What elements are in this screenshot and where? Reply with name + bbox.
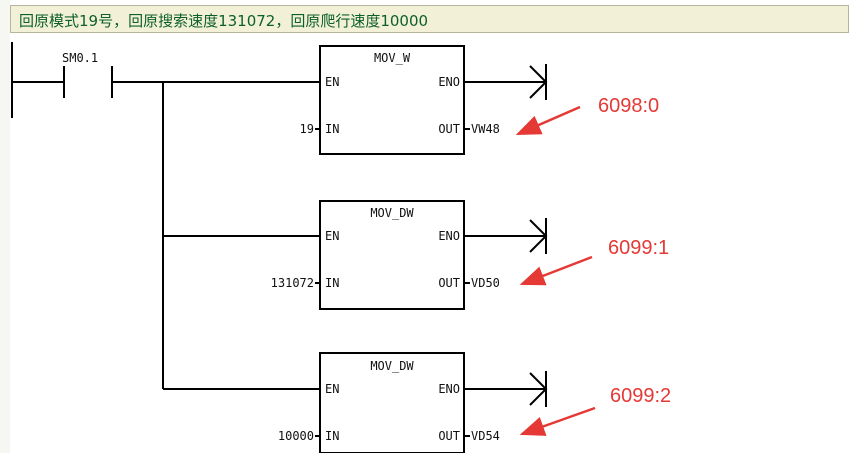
contact-label: SM0.1 <box>62 51 98 65</box>
network-comment: 回原模式19号，回原搜索速度131072，回原爬行速度10000 <box>19 12 429 30</box>
en-pin: EN <box>325 75 339 89</box>
out-value: VD50 <box>471 276 500 290</box>
left-margin <box>0 0 10 453</box>
annotation-arrow <box>515 105 581 136</box>
in-value: 131072 <box>271 276 314 290</box>
out-value: VD54 <box>471 429 500 443</box>
out-pin: OUT <box>438 276 460 290</box>
annotation-label: 6098:0 <box>598 95 659 117</box>
in-value: 19 <box>300 122 314 136</box>
in-value: 10000 <box>278 429 314 443</box>
block-title: MOV_DW <box>370 359 414 373</box>
contact-sm0-1[interactable]: SM0.1 <box>12 51 113 98</box>
annotation-label: 6099:1 <box>608 237 669 259</box>
en-pin: EN <box>325 382 339 396</box>
in-pin: IN <box>325 122 339 136</box>
mov-block-2[interactable]: MOV_DW EN ENO IN OUT 131072 VD50 <box>271 200 548 310</box>
annotation-arrow <box>519 255 593 286</box>
out-pin: OUT <box>438 122 460 136</box>
block-title: MOV_W <box>374 51 411 65</box>
mov-block-3[interactable]: MOV_DW EN ENO IN OUT 10000 VD54 <box>278 352 548 453</box>
out-pin: OUT <box>438 429 460 443</box>
annotation-arrow <box>519 406 596 436</box>
in-pin: IN <box>325 429 339 443</box>
network-comment-bar[interactable]: 回原模式19号，回原搜索速度131072，回原爬行速度10000 <box>10 5 849 33</box>
eno-pin: ENO <box>438 229 460 243</box>
annotation-label: 6099:2 <box>610 385 671 407</box>
mov-block-1[interactable]: MOV_W EN ENO IN OUT 19 VW48 <box>300 45 548 155</box>
eno-pin: ENO <box>438 382 460 396</box>
en-pin: EN <box>325 229 339 243</box>
block-title: MOV_DW <box>370 206 414 220</box>
out-value: VW48 <box>471 122 500 136</box>
eno-pin: ENO <box>438 75 460 89</box>
in-pin: IN <box>325 276 339 290</box>
